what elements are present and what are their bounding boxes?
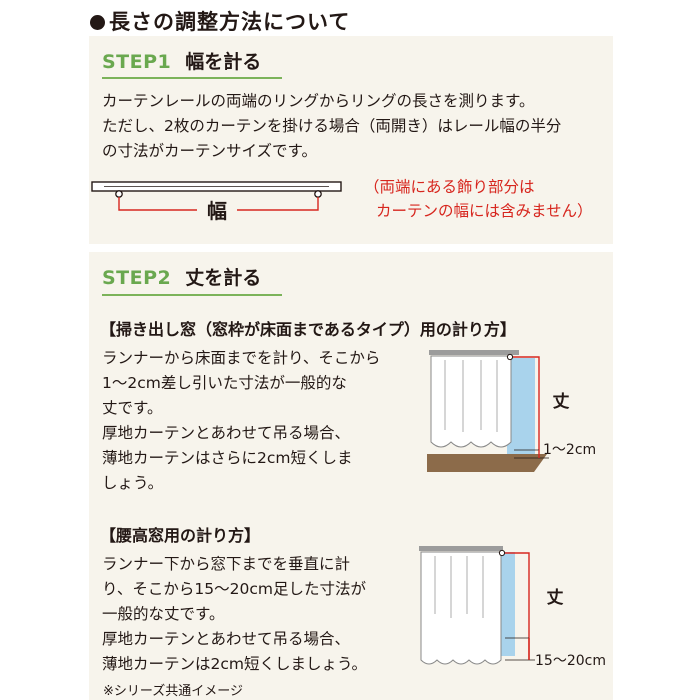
- step2-label: STEP2: [102, 267, 172, 289]
- floor-window-line: 薄地カーテンはさらに2cm短くしま: [102, 449, 353, 467]
- floor: [427, 454, 547, 472]
- floor-window-line: 丈です。: [102, 399, 163, 417]
- step1-title: 幅を計る: [185, 51, 262, 73]
- curtain-rail-diagram: 幅: [91, 181, 342, 223]
- step2-panel: STEP2 丈を計る 【掃き出し窓（窓枠が床面まであるタイプ）用の計り方】 ラン…: [89, 252, 613, 700]
- curtain: [430, 355, 512, 448]
- step1-description: カーテンレールの両端のリングからリングの長さを測ります。 ただし、2枚のカーテン…: [102, 89, 561, 164]
- window-pane: [499, 552, 515, 656]
- step1-header: STEP1 幅を計る: [102, 47, 261, 74]
- curtain: [420, 551, 502, 665]
- floor-window-diagram: 丈 1～2cm: [427, 350, 596, 472]
- page-heading-text: 長さの調整方法について: [109, 10, 351, 34]
- runner-icon: [506, 353, 514, 361]
- waist-window-line: ランナー下から窓下までを垂直に計: [102, 555, 351, 573]
- length-measure: [505, 552, 530, 660]
- rail-top: [429, 350, 519, 355]
- extra-label: 15～20cm: [535, 653, 606, 669]
- note-line: カーテンの幅には含みません）: [376, 202, 593, 220]
- step1-note: （両端にある飾り部分は カーテンの幅には含みません）: [364, 175, 593, 223]
- waist-window-line: 一般的な丈です。: [102, 605, 225, 623]
- width-label: 幅: [207, 199, 227, 223]
- step1-line: の寸法がカーテンサイズです。: [102, 142, 317, 160]
- footnote: ※シリーズ共通イメージ: [103, 684, 243, 699]
- length-measure: [513, 356, 540, 450]
- width-measure-left: [118, 197, 197, 211]
- floor-window-line: 1～2cm差し引いた寸法が一般的な: [102, 374, 347, 392]
- floor-window-line: 厚地カーテンとあわせて吊る場合、: [102, 424, 351, 442]
- rail-top: [419, 546, 503, 551]
- step1-underline: [102, 77, 282, 79]
- width-measure-right: [237, 197, 319, 211]
- step1-panel: STEP1 幅を計る カーテンレールの両端のリングからリングの長さを測ります。 …: [89, 36, 613, 244]
- runner-icon: [498, 549, 506, 557]
- length-label: 丈: [553, 392, 570, 412]
- waist-window-line: り、そこから15～20cm足した寸法が: [102, 580, 366, 598]
- waist-window-diagram: 丈 15～20cm: [419, 546, 606, 669]
- step2-title: 丈を計る: [185, 267, 262, 289]
- waist-window-heading: 【腰高窓用の計り方】: [100, 526, 261, 545]
- floor-window-heading: 【掃き出し窓（窓枠が床面まであるタイプ）用の計り方】: [100, 320, 516, 339]
- floor-window-description: ランナーから床面までを計り、そこから 1～2cm差し引いた寸法が一般的な 丈です…: [102, 346, 380, 496]
- floor-window-line: ランナーから床面までを計り、そこから: [102, 349, 381, 367]
- bullet-icon: [90, 15, 105, 30]
- step1-line: カーテンレールの両端のリングからリングの長さを測ります。: [102, 92, 535, 110]
- waist-window-line: 薄地カーテンは2cm短くしましょう。: [102, 655, 368, 673]
- right-ring-icon: [314, 190, 322, 198]
- note-line: （両端にある飾り部分は: [364, 178, 535, 196]
- page-heading: 長さの調整方法について: [90, 6, 350, 36]
- step1-label: STEP1: [102, 51, 172, 73]
- step1-line: ただし、2枚のカーテンを掛ける場合（両開き）はレール幅の半分: [102, 117, 562, 135]
- length-label: 丈: [547, 588, 564, 608]
- floor-window-line: しょう。: [102, 474, 164, 492]
- left-ring-icon: [115, 190, 123, 198]
- waist-window-line: 厚地カーテンとあわせて吊る場合、: [102, 630, 351, 648]
- waist-window-description: ランナー下から窓下までを垂直に計 り、そこから15～20cm足した寸法が 一般的…: [102, 552, 367, 677]
- step2-header: STEP2 丈を計る: [102, 263, 261, 290]
- gap-label: 1～2cm: [543, 442, 596, 458]
- window-pane: [507, 358, 535, 454]
- step2-underline: [102, 294, 282, 296]
